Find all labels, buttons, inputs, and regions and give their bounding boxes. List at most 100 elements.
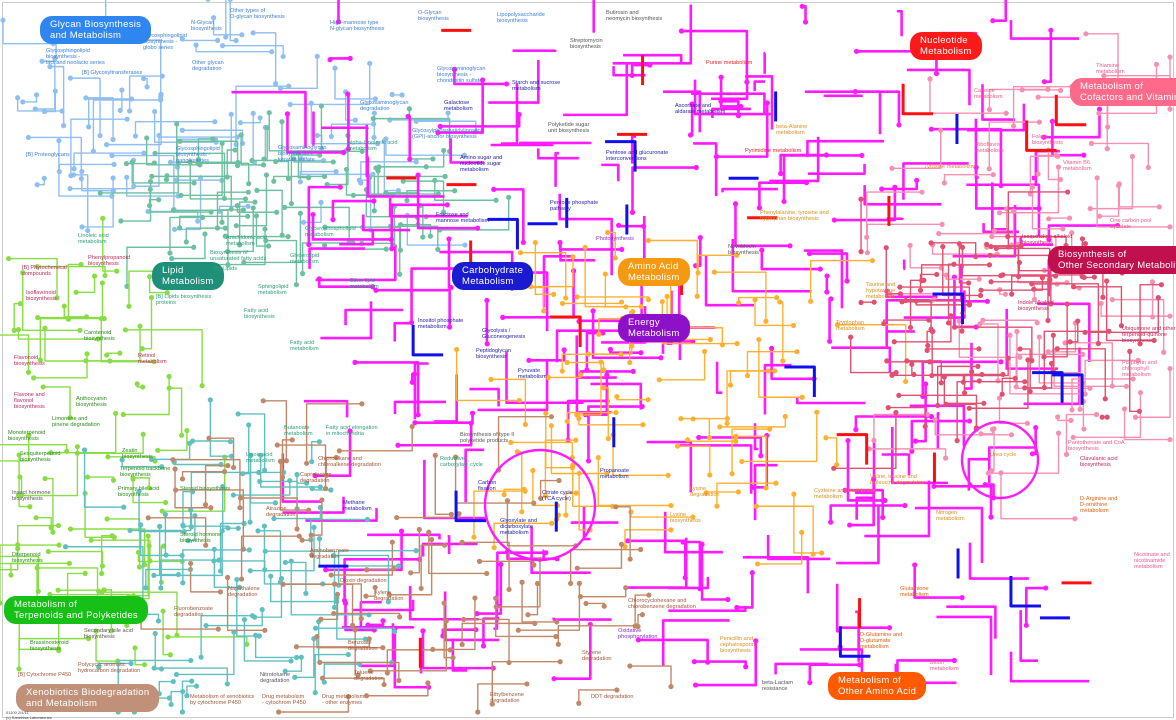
compound-node[interactable] xyxy=(848,334,854,340)
compound-node[interactable] xyxy=(215,626,221,632)
compound-node[interactable] xyxy=(159,464,165,470)
compound-node[interactable] xyxy=(1010,123,1017,129)
compound-node[interactable] xyxy=(170,678,176,685)
compound-node[interactable] xyxy=(1023,622,1029,628)
compound-node[interactable] xyxy=(93,628,99,634)
compound-node[interactable] xyxy=(15,542,21,548)
compound-node[interactable] xyxy=(1049,118,1055,124)
compound-node[interactable] xyxy=(912,562,918,568)
compound-node[interactable] xyxy=(753,638,759,644)
compound-node[interactable] xyxy=(349,622,356,628)
compound-node[interactable] xyxy=(99,280,106,286)
compound-node[interactable] xyxy=(300,219,307,225)
compound-node[interactable] xyxy=(988,243,994,250)
compound-node[interactable] xyxy=(699,541,705,547)
compound-node[interactable] xyxy=(756,336,762,343)
compound-node[interactable] xyxy=(508,439,514,445)
compound-node[interactable] xyxy=(777,299,783,305)
compound-node[interactable] xyxy=(144,135,150,141)
category-carbohydrate[interactable]: Carbohydrate Metabolism xyxy=(452,262,534,290)
compound-node[interactable] xyxy=(271,178,277,184)
compound-node[interactable] xyxy=(234,162,241,169)
compound-node[interactable] xyxy=(224,574,231,581)
compound-node[interactable] xyxy=(1083,31,1089,37)
compound-node[interactable] xyxy=(412,420,418,426)
compound-node[interactable] xyxy=(389,246,395,252)
compound-node[interactable] xyxy=(758,453,764,459)
compound-node[interactable] xyxy=(928,413,935,420)
compound-node[interactable] xyxy=(219,219,225,225)
compound-node[interactable] xyxy=(168,701,174,708)
pathway-label[interactable]: beta-Alanine metabolism xyxy=(776,124,808,136)
compound-node[interactable] xyxy=(943,272,949,278)
pathway-label[interactable]: Glycolysis / Gluconeogenesis xyxy=(482,328,526,340)
compound-node[interactable] xyxy=(897,291,904,297)
pathway-label[interactable]: Polyketide sugar unit biosynthesis xyxy=(548,122,590,134)
compound-node[interactable] xyxy=(140,384,146,390)
compound-node[interactable] xyxy=(68,526,74,532)
compound-node[interactable] xyxy=(282,204,288,210)
compound-node[interactable] xyxy=(919,189,925,195)
compound-node[interactable] xyxy=(506,194,512,200)
compound-node[interactable] xyxy=(1167,106,1173,112)
compound-node[interactable] xyxy=(262,467,268,473)
pathway-label[interactable]: Xylene degradation xyxy=(374,590,404,602)
compound-node[interactable] xyxy=(78,261,84,268)
compound-node[interactable] xyxy=(34,182,40,188)
pathway-label[interactable]: Insect hormone biosynthesis xyxy=(12,490,51,502)
compound-node[interactable] xyxy=(984,298,990,304)
compound-node[interactable] xyxy=(858,299,864,306)
compound-node[interactable] xyxy=(506,586,512,593)
compound-node[interactable] xyxy=(570,254,576,260)
compound-node[interactable] xyxy=(364,516,371,523)
compound-node[interactable] xyxy=(85,227,91,234)
compound-node[interactable] xyxy=(15,492,21,499)
compound-node[interactable] xyxy=(136,564,143,570)
compound-node[interactable] xyxy=(309,485,315,492)
compound-node[interactable] xyxy=(484,341,490,347)
compound-node[interactable] xyxy=(1070,434,1076,440)
compound-node[interactable] xyxy=(550,291,557,297)
compound-node[interactable] xyxy=(828,296,834,302)
compound-node[interactable] xyxy=(88,537,94,543)
compound-node[interactable] xyxy=(769,345,775,351)
compound-node[interactable] xyxy=(602,271,608,277)
compound-node[interactable] xyxy=(1069,407,1075,413)
compound-node[interactable] xyxy=(1130,376,1136,382)
pathway-label[interactable]: Linoleic acid metabolism xyxy=(78,233,109,245)
compound-node[interactable] xyxy=(1150,314,1156,320)
pathway-label[interactable]: Ethylbenzene degradation xyxy=(490,692,524,704)
compound-node[interactable] xyxy=(956,318,962,324)
compound-node[interactable] xyxy=(934,271,940,278)
compound-node[interactable] xyxy=(395,187,401,194)
compound-node[interactable] xyxy=(352,117,358,123)
compound-node[interactable] xyxy=(288,558,294,564)
compound-node[interactable] xyxy=(426,529,432,535)
compound-node[interactable] xyxy=(810,551,816,557)
compound-node[interactable] xyxy=(951,261,957,267)
compound-node[interactable] xyxy=(380,618,386,624)
compound-node[interactable] xyxy=(84,474,91,480)
compound-node[interactable] xyxy=(306,507,312,513)
pathway-label[interactable]: Drug metabolism - cytochrom P450 xyxy=(262,694,306,706)
compound-node[interactable] xyxy=(635,637,641,643)
compound-node[interactable] xyxy=(158,91,164,97)
pathway-label[interactable]: D-Glutamine and D-glutamate metabolism xyxy=(860,632,903,650)
pathway-label[interactable]: Novobiocin biosynthesis xyxy=(728,244,759,256)
compound-node[interactable] xyxy=(250,30,256,36)
compound-node[interactable] xyxy=(64,448,70,454)
compound-node[interactable] xyxy=(928,326,934,332)
pathway-label[interactable]: [B] Phytochemical compounds xyxy=(22,265,67,277)
pathway-label[interactable]: Purine metabolism xyxy=(706,60,753,66)
compound-node[interactable] xyxy=(767,426,773,432)
compound-node[interactable] xyxy=(202,231,208,237)
category-xenobiotics[interactable]: Xenobiotics Biodegradation and Metabolis… xyxy=(16,684,160,712)
compound-node[interactable] xyxy=(120,411,126,418)
compound-node[interactable] xyxy=(261,523,268,529)
pathway-label[interactable]: Secondary bile acid biosynthesis xyxy=(84,628,133,640)
compound-node[interactable] xyxy=(237,120,244,126)
compound-node[interactable] xyxy=(945,320,952,326)
compound-node[interactable] xyxy=(328,133,335,140)
compound-node[interactable] xyxy=(365,622,371,628)
compound-node[interactable] xyxy=(158,585,164,591)
